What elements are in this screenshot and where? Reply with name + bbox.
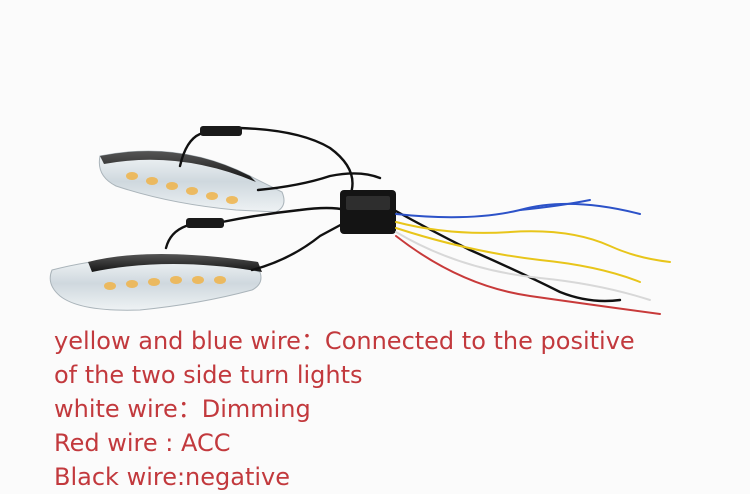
upper-lamp xyxy=(98,150,285,213)
signal-wires xyxy=(395,199,671,315)
wiring-instructions: yellow and blue wire：Connected to the po… xyxy=(54,324,744,494)
instruction-line-3: white wire：Dimming xyxy=(54,395,311,423)
lower-lamp xyxy=(49,254,262,311)
instruction-line-2: of the two side turn lights xyxy=(54,361,363,389)
wire-connectors xyxy=(186,126,242,228)
instruction-line-1: yellow and blue wire：Connected to the po… xyxy=(54,327,635,355)
instruction-line-5: Black wire:negative xyxy=(54,463,291,491)
instruction-line-4: Red wire : ACC xyxy=(54,429,231,457)
control-module xyxy=(340,190,396,234)
